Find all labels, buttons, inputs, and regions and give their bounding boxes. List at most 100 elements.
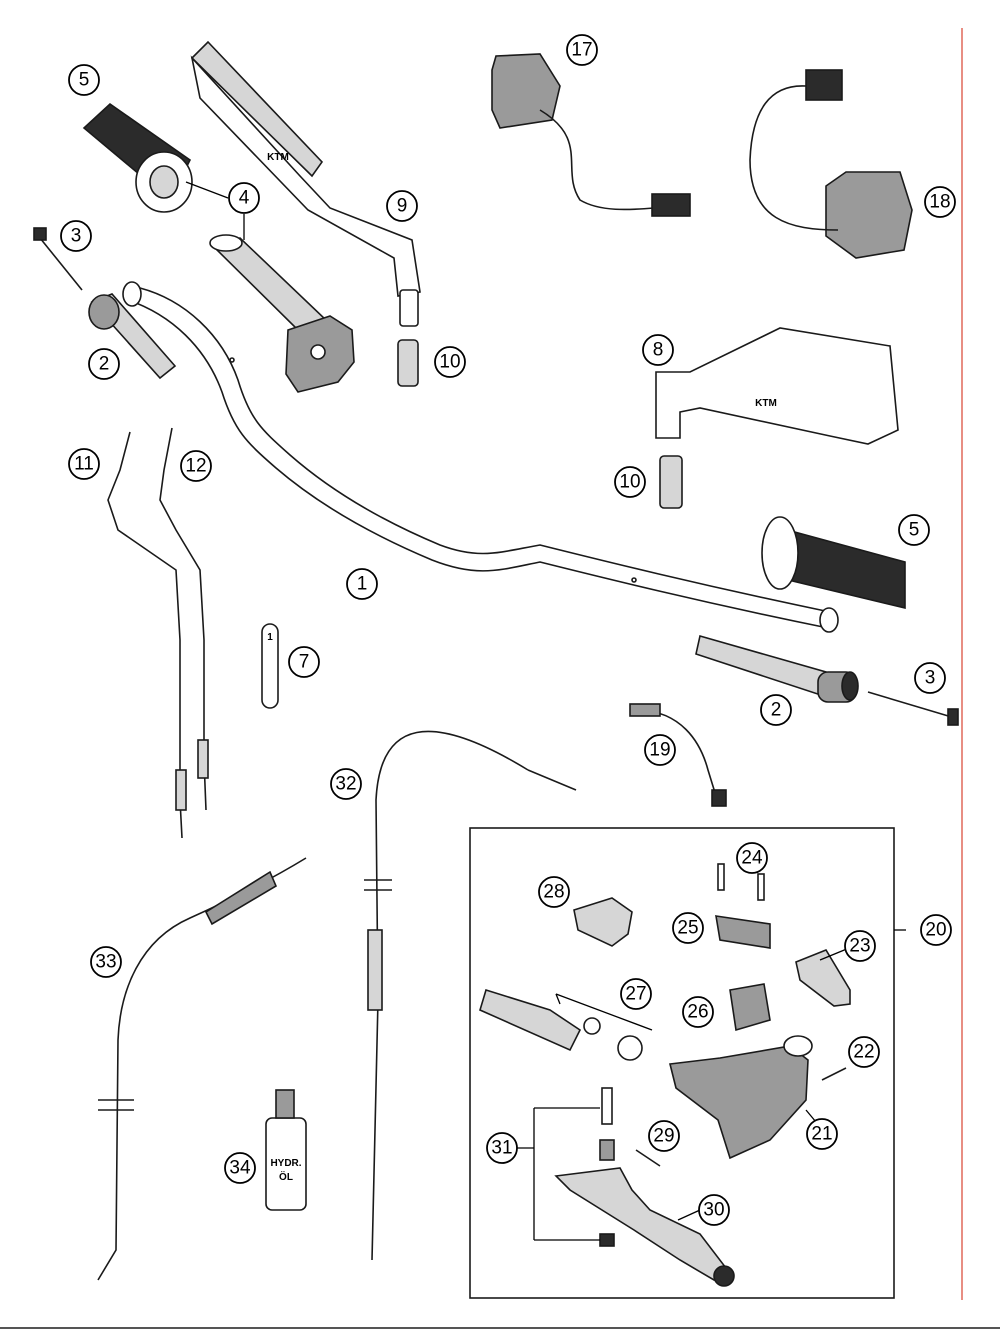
svg-text:10: 10 <box>439 352 460 373</box>
callout-22: 22 <box>848 1036 880 1068</box>
mirror-brand-right: KTM <box>755 398 777 409</box>
throttle-tube <box>209 234 355 393</box>
pivot-parts-31 <box>599 1087 615 1247</box>
svg-text:25: 25 <box>677 918 698 939</box>
svg-text:19: 19 <box>649 740 670 761</box>
callout-29: 29 <box>648 1120 680 1152</box>
kill-switch <box>491 53 691 217</box>
mirror-left: KTM <box>190 40 421 327</box>
callout-5-left: 5 <box>68 64 100 96</box>
callout-24: 24 <box>736 842 768 874</box>
svg-text:22: 22 <box>853 1042 874 1063</box>
strap-marking: 1 <box>267 632 273 643</box>
bellows-26 <box>729 983 771 1032</box>
callout-1: 1 <box>346 568 378 600</box>
grip-left <box>82 102 193 213</box>
callout-27: 27 <box>620 978 652 1010</box>
sensor-cable <box>629 703 727 807</box>
svg-text:10: 10 <box>619 472 640 493</box>
svg-text:1: 1 <box>357 574 368 595</box>
svg-text:21: 21 <box>811 1124 832 1145</box>
mirror-brand-left: KTM <box>267 152 289 163</box>
callout-10-upper: 10 <box>434 346 466 378</box>
svg-text:9: 9 <box>397 196 408 217</box>
leader-lines <box>185 181 906 1241</box>
callout-11: 11 <box>68 448 100 480</box>
svg-text:29: 29 <box>653 1126 674 1147</box>
screw-right <box>867 691 959 726</box>
callout-23: 23 <box>844 930 876 962</box>
callout-7: 7 <box>288 646 320 678</box>
callout-18: 18 <box>924 186 956 218</box>
mirror-adapter-lower <box>659 455 683 509</box>
callout-28: 28 <box>538 876 570 908</box>
mirror-right: KTM <box>655 327 899 445</box>
clutch-master-cylinder-group-box <box>469 827 895 1299</box>
lever-30 <box>554 1167 735 1287</box>
svg-text:26: 26 <box>687 1002 708 1023</box>
callout-25: 25 <box>672 912 704 944</box>
bottle-label-line2: ÖL <box>279 1170 293 1183</box>
svg-text:32: 32 <box>335 774 356 795</box>
callout-9: 9 <box>386 190 418 222</box>
svg-text:24: 24 <box>741 848 763 869</box>
callout-2-right: 2 <box>760 694 792 726</box>
adjuster-23 <box>795 949 851 1007</box>
svg-text:2: 2 <box>771 700 782 721</box>
svg-text:5: 5 <box>79 70 90 91</box>
grip-right <box>761 516 906 610</box>
svg-text:17: 17 <box>571 40 592 61</box>
callout-12: 12 <box>180 450 212 482</box>
svg-text:20: 20 <box>925 920 946 941</box>
callout-3-right: 3 <box>914 662 946 694</box>
throttle-cable-12 <box>159 427 209 811</box>
master-cylinder-21 <box>669 1035 813 1160</box>
svg-text:4: 4 <box>239 188 250 209</box>
callout-4: 4 <box>228 182 260 214</box>
svg-text:2: 2 <box>99 354 110 375</box>
light-switch <box>749 69 913 259</box>
svg-text:3: 3 <box>925 668 936 689</box>
svg-text:23: 23 <box>849 936 870 957</box>
clutch-cable <box>364 730 577 1261</box>
callout-10-lower: 10 <box>614 466 646 498</box>
svg-text:34: 34 <box>229 1158 251 1179</box>
svg-text:31: 31 <box>491 1138 512 1159</box>
callout-26: 26 <box>682 996 714 1028</box>
callout-5-right: 5 <box>898 514 930 546</box>
bar-end-left <box>88 293 177 380</box>
bar-end-right <box>695 634 859 703</box>
callout-20: 20 <box>920 914 952 946</box>
svg-text:28: 28 <box>543 882 564 903</box>
callout-3-left: 3 <box>60 220 92 252</box>
svg-text:30: 30 <box>703 1200 724 1221</box>
screw-left <box>33 227 83 291</box>
svg-text:3: 3 <box>71 226 82 247</box>
hydraulic-line <box>97 857 307 1281</box>
callout-8: 8 <box>642 334 674 366</box>
mirror-adapter-upper <box>397 339 419 387</box>
svg-text:11: 11 <box>74 454 94 475</box>
svg-text:8: 8 <box>653 340 664 361</box>
callout-21: 21 <box>806 1118 838 1150</box>
callout-32: 32 <box>330 768 362 800</box>
callout-34: 34 <box>224 1152 256 1184</box>
callout-33: 33 <box>90 946 122 978</box>
bottle-label-line1: HYDR. <box>270 1158 301 1169</box>
svg-text:12: 12 <box>185 456 206 477</box>
callout-17: 17 <box>566 34 598 66</box>
svg-text:5: 5 <box>909 520 920 541</box>
spring-29 <box>635 1149 661 1167</box>
piston-kit-27 <box>479 988 643 1061</box>
callout-19: 19 <box>644 734 676 766</box>
svg-text:7: 7 <box>299 652 310 673</box>
svg-text:33: 33 <box>95 952 116 973</box>
svg-text:18: 18 <box>929 192 950 213</box>
reservoir-lid-25 <box>715 863 771 949</box>
callout-30: 30 <box>698 1194 730 1226</box>
throttle-cable-11 <box>107 431 187 839</box>
callout-2-left: 2 <box>88 348 120 380</box>
reservoir-cover-28 <box>573 897 633 947</box>
callout-31: 31 <box>486 1132 518 1164</box>
